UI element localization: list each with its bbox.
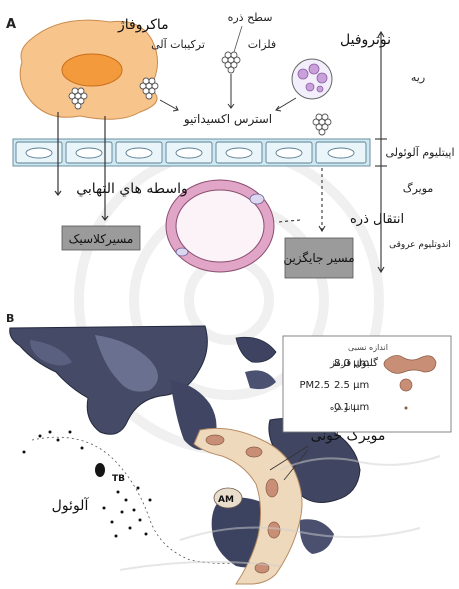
inflammatory-mediators-label: واسطه هاي التهابي — [76, 181, 188, 197]
neutrophil-label: نوتروفیل — [340, 32, 391, 48]
tb-tag: TB — [112, 474, 125, 484]
legend-row-name: PM2.5 — [299, 380, 330, 391]
particle-surface-label: سطح ذره — [228, 11, 273, 24]
pm25-legend-shape — [400, 379, 412, 391]
nanoparticle-legend-shape — [405, 407, 408, 410]
region-lung-label: ریه — [411, 71, 425, 84]
alveolus-label: آلوئول — [52, 497, 90, 514]
nanoparticle-dots — [23, 431, 152, 538]
am-tag: AM — [218, 495, 234, 505]
particle-chemical-label: ترکیبات آلی — [151, 37, 205, 51]
region-epithelium-label: اپیتلیوم آلوئولی — [385, 145, 454, 159]
tb-particle — [95, 463, 105, 477]
particle-metals-label: فلزات — [248, 38, 276, 51]
macrophage-label: ماکروفاژ — [117, 17, 169, 33]
macrophage-nucleus — [62, 54, 122, 86]
surface-pointer — [234, 26, 242, 52]
legend-title: اندازه نسبی — [348, 343, 388, 352]
particle-cluster-icon — [222, 52, 240, 73]
region-endothelium-label: اندوتلیوم عروقی — [389, 240, 451, 250]
region-capillary-label: مویرگ — [403, 182, 434, 195]
legend-row-size: 8.0 µm — [334, 358, 369, 369]
oxidative-stress-label: استرس اکسیداتیو — [183, 112, 272, 127]
panel-a-label: A — [6, 17, 16, 32]
panel-b-label: B — [6, 312, 14, 325]
alternative-pathway-label: مسیر جایگزین — [283, 251, 354, 266]
size-legend: اندازه نسبی گلبول قرمز 8.0 µm PM2.5 2.5 … — [283, 336, 451, 432]
classic-pathway-label: مسیرکلاسیک — [69, 232, 134, 247]
alveolar-epithelium — [13, 139, 370, 166]
particle-transfer-label: انتقال ذره — [350, 212, 404, 227]
stress-arrows — [160, 74, 296, 111]
particle-cluster-icon — [313, 114, 331, 135]
legend-row-size: 0.1 µm — [334, 402, 369, 413]
legend-row-size: 2.5 µm — [334, 380, 369, 391]
